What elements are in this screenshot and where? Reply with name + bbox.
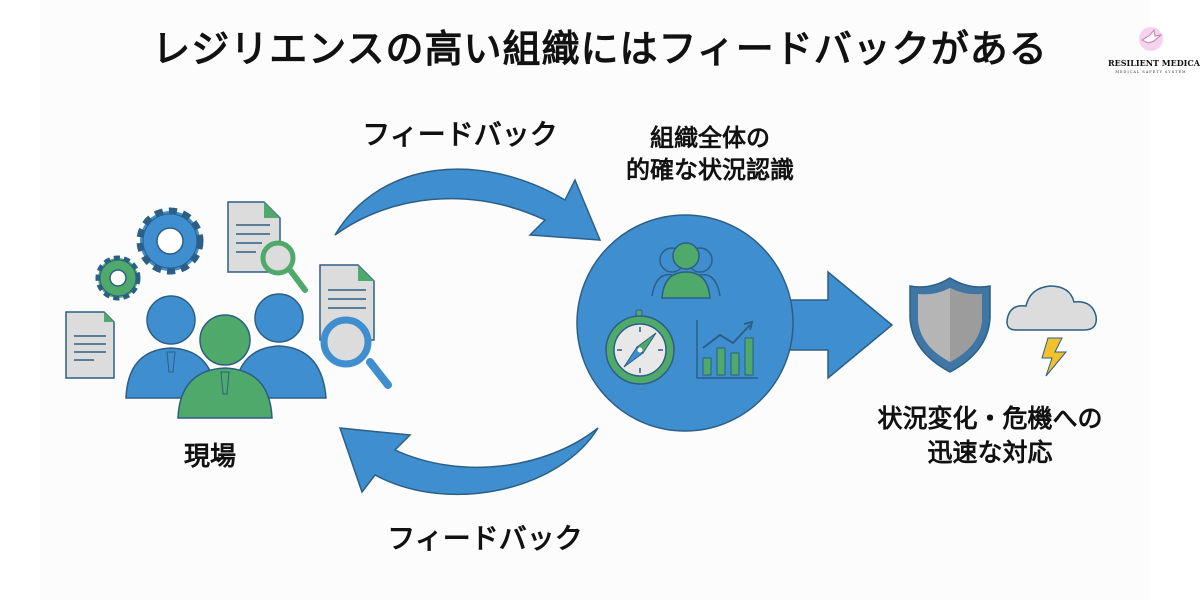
feedback-arrow-bottom xyxy=(338,427,599,496)
people-icon xyxy=(125,293,327,419)
document-icon xyxy=(65,311,115,379)
awareness-label-line1: 組織全体の xyxy=(650,124,770,152)
document-magnifier-icon-2 xyxy=(319,264,392,389)
bar-chart-icon xyxy=(696,320,758,379)
group-icon xyxy=(651,242,721,299)
document-magnifier-icon xyxy=(227,201,308,293)
storm-cloud-icon xyxy=(1006,285,1097,377)
edge-label-bottom: フィードバック xyxy=(387,522,583,555)
gear-icon-small xyxy=(95,255,141,301)
shield-icon xyxy=(909,277,991,373)
response-label-line1: 状況変化・危機への xyxy=(877,404,1103,433)
logo-name: RESILIENT MEDICAL xyxy=(1108,58,1200,68)
logo: RESILIENT MEDICAL MEDICAL SAFETY SYSTEM xyxy=(1108,26,1200,74)
compass-icon xyxy=(605,309,675,385)
dove-icon xyxy=(1139,27,1163,51)
field-label: 現場 xyxy=(183,442,236,472)
edge-label-top: フィードバック xyxy=(362,118,558,151)
awareness-label: 組織全体の 的確な状況認識 xyxy=(580,122,840,187)
page-title: レジリエンスの高い組織にはフィードバックがある xyxy=(152,27,1048,71)
feedback-arrow-top xyxy=(334,168,602,241)
awareness-label-line2: 的確な状況認識 xyxy=(626,156,794,185)
response-label-line2: 迅速な対応 xyxy=(927,437,1053,467)
gear-icon-large xyxy=(136,207,204,275)
logo-subtitle: MEDICAL SAFETY SYSTEM xyxy=(1115,70,1187,74)
response-label: 状況変化・危機への 迅速な対応 xyxy=(830,402,1150,470)
